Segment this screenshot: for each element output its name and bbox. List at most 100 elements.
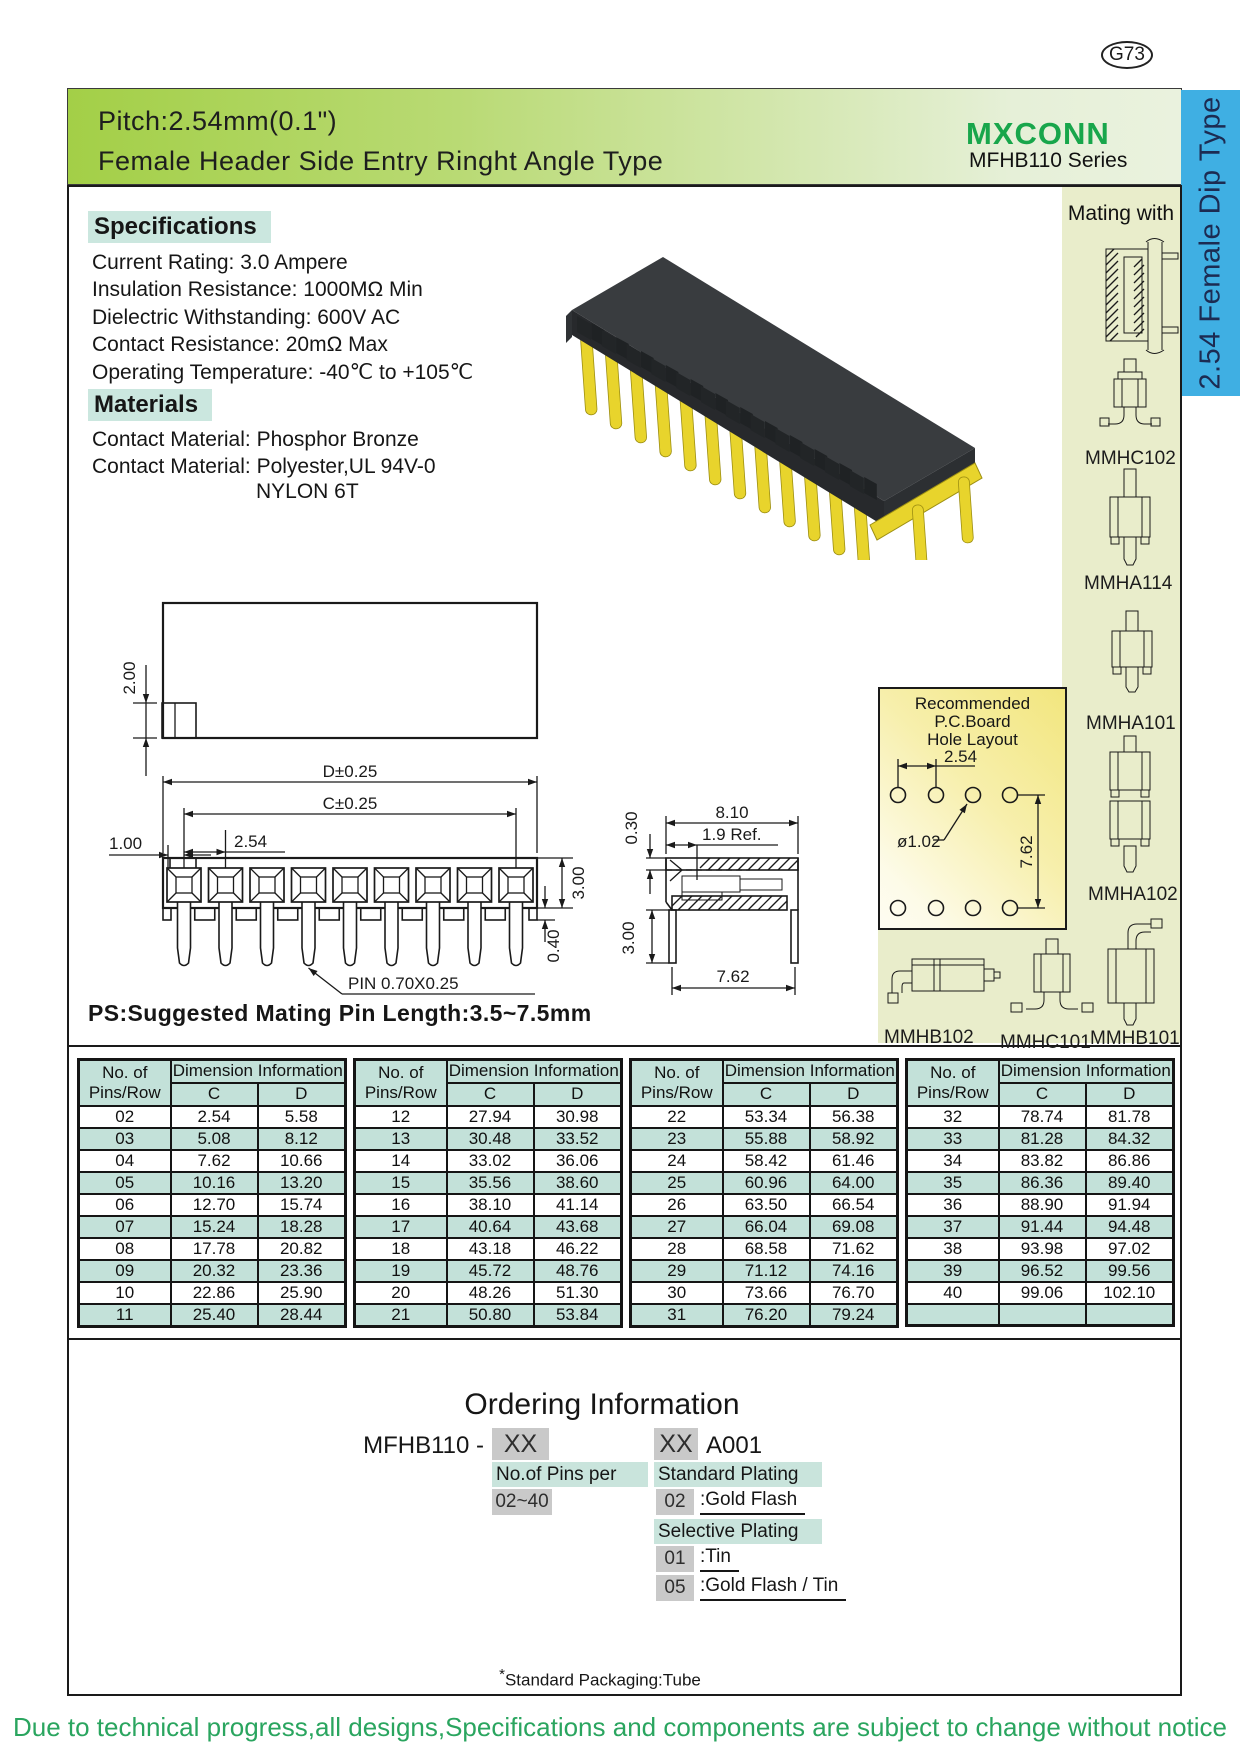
ordering-suffix: A001	[706, 1432, 763, 1459]
hole	[964, 899, 982, 917]
divider-top	[67, 1045, 1182, 1047]
housing-teeth	[162, 907, 538, 921]
model-name: MMHB102	[884, 1027, 974, 1048]
spec-item: Contact Resistance: 20mΩ Max	[92, 333, 388, 357]
material-extra: NYLON 6T	[256, 480, 359, 503]
plating-value: :Gold Flash	[700, 1489, 806, 1515]
dim-span: 7.62	[716, 967, 749, 986]
contact-slot	[681, 875, 741, 893]
material-item: Contact Material: Phosphor Bronze	[92, 428, 419, 451]
end-rail	[869, 462, 983, 541]
pins-per-row-label: No.of Pins per Row	[492, 1462, 648, 1510]
hole	[964, 786, 982, 804]
profile-tab	[161, 702, 197, 739]
ordering-prefix: MFHB110 -	[363, 1432, 484, 1459]
table-row	[905, 1302, 1175, 1327]
model-name: MMHB101	[1090, 1028, 1180, 1049]
dim-pcb-pitch: 2.54	[944, 747, 977, 766]
mating-mmhc102-icon	[1099, 358, 1161, 427]
connector-teeth	[577, 316, 877, 500]
dim-depth: 3.00	[569, 866, 588, 899]
ordering-plating-box: XX	[654, 1428, 698, 1460]
spec-item: Insulation Resistance: 1000MΩ Min	[92, 278, 423, 302]
hatch-top	[699, 857, 799, 871]
pcb-title: Recommended	[914, 694, 1031, 713]
selective-plating-label: Selective Plating	[654, 1519, 822, 1544]
mating-icons	[887, 238, 1179, 1026]
model-name: MMHA114	[1084, 573, 1173, 594]
spec-item: Dielectric Withstanding: 600V AC	[92, 305, 401, 329]
dim-pin: PIN 0.70X0.25	[348, 974, 459, 993]
housing-sockets	[166, 867, 534, 967]
specifications-list: Current Rating: 3.0 Ampere Insulation Re…	[92, 249, 473, 386]
divider-bottom	[67, 1338, 1182, 1340]
contact-slot	[739, 878, 783, 891]
footer-notice: Due to technical progress,all designs,Sp…	[12, 1712, 1228, 1742]
dim-ref: 1.9 Ref.	[702, 825, 762, 844]
series-name: MFHB110 Series	[969, 149, 1128, 172]
packaging-text: Standard Packaging:Tube	[504, 1670, 701, 1690]
hole	[889, 899, 907, 917]
dim-offset: 1.00	[109, 834, 142, 853]
mating-mmhb102-icon	[887, 958, 1001, 1004]
hole	[927, 899, 945, 917]
pcb-title: P.C.Board	[934, 712, 1011, 731]
pcb-holes-drawing: 2.54 ø1.02 7.62	[889, 747, 1045, 917]
product-3d-image	[566, 257, 983, 560]
mating-sidebar	[1062, 187, 1180, 687]
material-item: Contact Material: Polyester,UL 94V-0	[92, 455, 436, 479]
left-leg	[668, 909, 677, 964]
pitch-title: Pitch:2.54mm(0.1")	[98, 106, 338, 136]
pcb-title: Hole Layout	[927, 730, 1018, 749]
hole	[927, 786, 945, 804]
dim-pitch: 2.54	[234, 832, 267, 851]
side-tab: 2.54 Female Dip Type	[1181, 90, 1240, 396]
materials-list: Contact Material: Phosphor Bronze Contac…	[92, 426, 436, 481]
pins-range: 02~40	[492, 1489, 552, 1515]
standard-plating-label: Standard Plating	[654, 1462, 822, 1487]
hole	[1001, 786, 1019, 804]
connector-pins	[579, 330, 871, 560]
hatch-bottom	[671, 895, 788, 911]
model-name: MMHC102	[1085, 448, 1176, 469]
header-bar: Pitch:2.54mm(0.1") Female Header Side En…	[67, 88, 1182, 185]
right-leg	[790, 909, 799, 964]
side-tab-label: 2.54 Female Dip Type	[1194, 96, 1226, 390]
mating-mmhb101-icon	[1107, 918, 1163, 1026]
profile-drawing: 2.00	[120, 601, 539, 776]
front-view-drawing: D±0.25 C±0.25 2.54 1.00 3.00 0.40 PIN 0.…	[109, 762, 588, 995]
profile-body	[161, 601, 539, 740]
bottom-plate	[671, 895, 788, 911]
